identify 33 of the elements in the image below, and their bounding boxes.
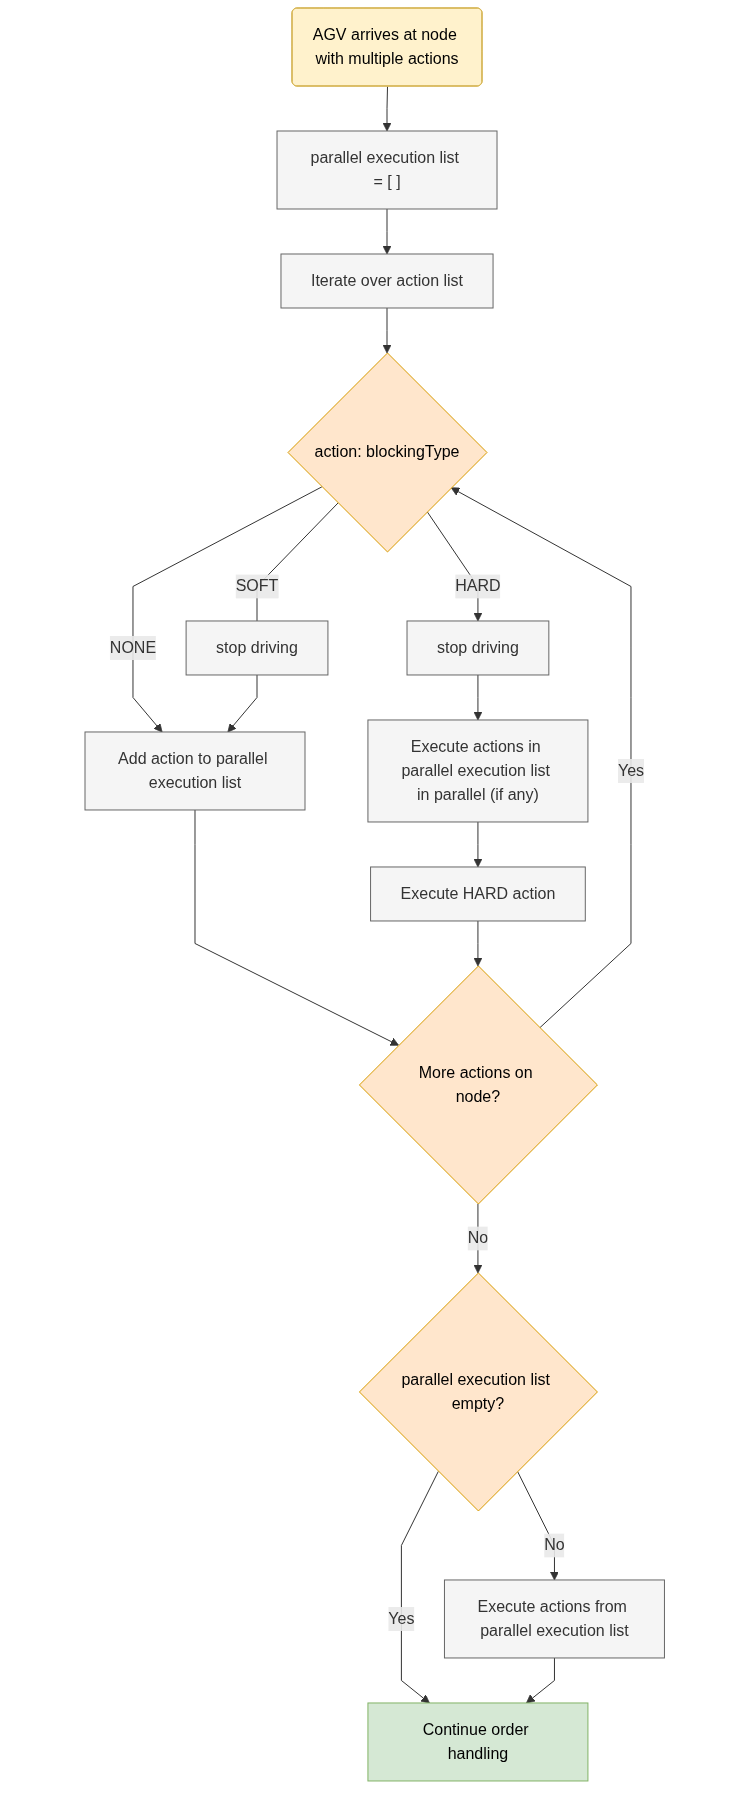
edge-label: NONE [110, 638, 157, 656]
arrow [401, 1470, 440, 1704]
node-diamond: More actions on node? [359, 965, 599, 1205]
node-box: Execute actions from parallel execution list [444, 1579, 666, 1659]
arrow [473, 674, 483, 721]
edge-label: No [467, 1229, 489, 1247]
arrow [382, 208, 392, 255]
arrow [526, 1657, 556, 1704]
node-box: stop driving [185, 620, 329, 676]
node-diamond: action: blockingType [287, 352, 488, 553]
arrow [473, 1203, 483, 1274]
edge-label: SOFT [235, 577, 279, 595]
node-box: stop driving [406, 620, 550, 676]
edge-label: Yes [618, 761, 645, 779]
arrow [382, 307, 392, 354]
edge-label: Yes [388, 1609, 415, 1627]
arrow [132, 486, 323, 733]
arrow [473, 821, 483, 868]
node-box: Execute HARD action [370, 866, 587, 922]
arrow [382, 86, 392, 132]
arrow [227, 674, 258, 733]
arrow [517, 1470, 560, 1581]
edge-label: No [544, 1536, 565, 1554]
node-box: Iterate over action list [280, 253, 494, 309]
edge-label: HARD [455, 577, 501, 595]
node-box: Continue order handling [367, 1702, 589, 1782]
node-diamond: parallel execution list empty? [359, 1272, 599, 1512]
arrow [194, 809, 400, 1046]
node-box: Add action to parallel execution list [84, 731, 306, 811]
node-box: parallel execution list = [ ] [276, 130, 498, 210]
node-box: Execute actions in parallel execution list in parallel (if any) [367, 719, 589, 823]
arrow [451, 487, 632, 1029]
arrow [473, 920, 483, 967]
